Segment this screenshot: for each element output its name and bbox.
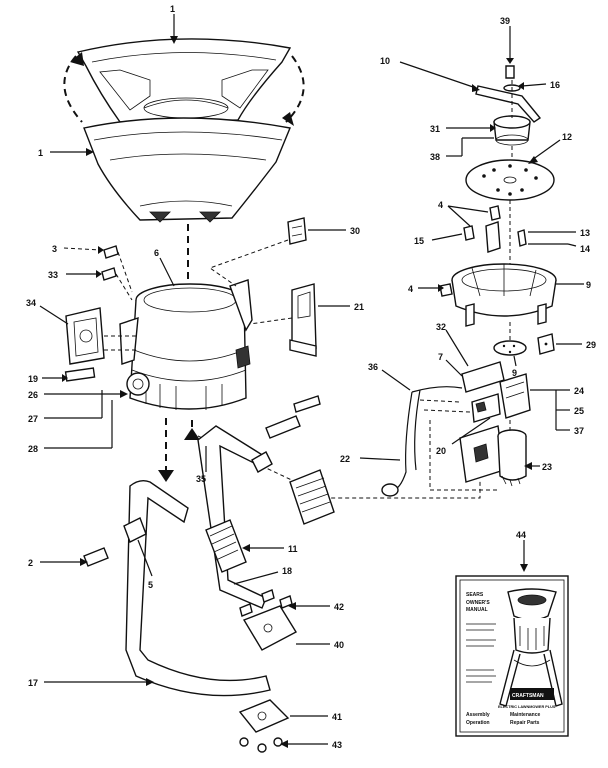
callout-34: 34 bbox=[26, 298, 36, 308]
manual-product-line: ELECTRIC LAWNMOWER PLUS bbox=[498, 705, 556, 709]
manual-bullet-3: Operation bbox=[466, 720, 490, 726]
callout-13: 13 bbox=[580, 228, 590, 238]
wire-36 bbox=[391, 391, 413, 491]
rod-10 bbox=[475, 85, 542, 123]
bracket-41 bbox=[238, 699, 290, 733]
callout-2: 2 bbox=[28, 558, 33, 568]
callout-16: 16 bbox=[550, 80, 560, 90]
screw-33 bbox=[101, 267, 133, 301]
callout-32: 32 bbox=[436, 322, 446, 332]
callout-43: 43 bbox=[332, 740, 342, 750]
callout-9-right: 9 bbox=[586, 280, 591, 290]
callout-41: 41 bbox=[332, 712, 342, 722]
cap-29 bbox=[537, 333, 555, 355]
callout-29: 29 bbox=[586, 340, 596, 350]
handle-upper bbox=[197, 425, 273, 609]
handle-lower bbox=[125, 479, 271, 697]
screw-3 bbox=[103, 245, 133, 293]
clip-19 bbox=[64, 367, 96, 382]
callout-28: 28 bbox=[28, 444, 38, 454]
switch-box bbox=[65, 307, 105, 365]
pin-13 bbox=[517, 229, 527, 247]
manual-bullet-4: Repair Parts bbox=[510, 720, 540, 726]
callout-labels: 1 1 2 3 4 4 5 6 7 8 9 9 10 11 12 13 14 1… bbox=[26, 4, 596, 750]
callout-37: 37 bbox=[574, 426, 584, 436]
disc-12 bbox=[465, 159, 555, 201]
hopper-lower bbox=[83, 117, 291, 223]
pin-35a bbox=[265, 395, 321, 439]
rotate-arrow-left bbox=[63, 55, 83, 123]
bracket-30 bbox=[287, 217, 307, 245]
callout-23: 23 bbox=[542, 462, 552, 472]
disc-8 bbox=[493, 340, 527, 356]
callout-6: 6 bbox=[154, 248, 159, 258]
callout-22: 22 bbox=[340, 454, 350, 464]
nut-43b bbox=[257, 743, 267, 753]
manual-title-1: OWNER'S bbox=[466, 600, 490, 606]
screw-4a bbox=[489, 205, 501, 221]
callout-30: 30 bbox=[350, 226, 360, 236]
holder-21 bbox=[289, 283, 317, 357]
callout-26: 26 bbox=[28, 390, 38, 400]
callout-36: 36 bbox=[368, 362, 378, 372]
callout-24: 24 bbox=[574, 386, 584, 396]
screw-2 bbox=[83, 547, 109, 567]
callout-18: 18 bbox=[282, 566, 292, 576]
callout-17: 17 bbox=[28, 678, 38, 688]
callout-11: 11 bbox=[288, 544, 298, 554]
callout-40: 40 bbox=[334, 640, 344, 650]
owners-manual: SEARS OWNER'S MANUAL CRAFTSMAN ELECTRIC … bbox=[455, 575, 569, 737]
manual-brand: SEARS bbox=[466, 592, 484, 598]
callout-12: 12 bbox=[562, 132, 572, 142]
manual-product-brand: CRAFTSMAN bbox=[512, 693, 544, 699]
callout-14: 14 bbox=[580, 244, 590, 254]
callout-42: 42 bbox=[334, 602, 344, 612]
callout-25: 25 bbox=[574, 406, 584, 416]
motor-23 bbox=[459, 425, 527, 487]
housing bbox=[119, 279, 253, 410]
bracket-15 bbox=[485, 221, 501, 253]
hopper-upper bbox=[76, 38, 292, 123]
callout-21: 21 bbox=[354, 302, 364, 312]
callout-4-mid: 4 bbox=[408, 284, 413, 294]
callout-15: 15 bbox=[414, 236, 424, 246]
callout-4-top: 4 bbox=[438, 200, 443, 210]
callout-38: 38 bbox=[430, 152, 440, 162]
callout-44: 44 bbox=[516, 530, 526, 540]
callout-7: 7 bbox=[438, 352, 443, 362]
fan-housing-9 bbox=[451, 263, 557, 327]
leader-lines bbox=[39, 14, 584, 748]
callout-35: 35 bbox=[196, 474, 206, 484]
callout-1-side: 1 bbox=[38, 148, 43, 158]
manual-bullet-2: Maintenance bbox=[510, 712, 541, 718]
callout-9-lower: 9 bbox=[512, 368, 517, 378]
manual-title-2: MANUAL bbox=[466, 607, 488, 613]
callout-20: 20 bbox=[436, 446, 446, 456]
screw-4c bbox=[463, 225, 475, 241]
rotate-arrow-right bbox=[285, 55, 305, 123]
foam-grip-11 bbox=[205, 519, 247, 573]
callout-31: 31 bbox=[430, 124, 440, 134]
callout-5: 5 bbox=[148, 580, 153, 590]
pin-5 bbox=[123, 517, 147, 543]
switch-assembly bbox=[461, 361, 531, 423]
foam-grip-upper bbox=[289, 469, 335, 525]
callout-27: 27 bbox=[28, 414, 38, 424]
screw-4b bbox=[439, 283, 453, 297]
terminal-22 bbox=[381, 483, 399, 497]
manual-bullet-1: Assembly bbox=[466, 712, 490, 718]
knob-31 bbox=[493, 115, 531, 146]
callout-1-top: 1 bbox=[170, 4, 175, 14]
callout-33: 33 bbox=[48, 270, 58, 280]
nut-43c bbox=[273, 737, 283, 747]
callout-3: 3 bbox=[52, 244, 57, 254]
callout-10: 10 bbox=[380, 56, 390, 66]
screw-39 bbox=[505, 65, 515, 79]
callout-39: 39 bbox=[500, 16, 510, 26]
nut-43a bbox=[239, 737, 249, 747]
callout-19: 19 bbox=[28, 374, 38, 384]
